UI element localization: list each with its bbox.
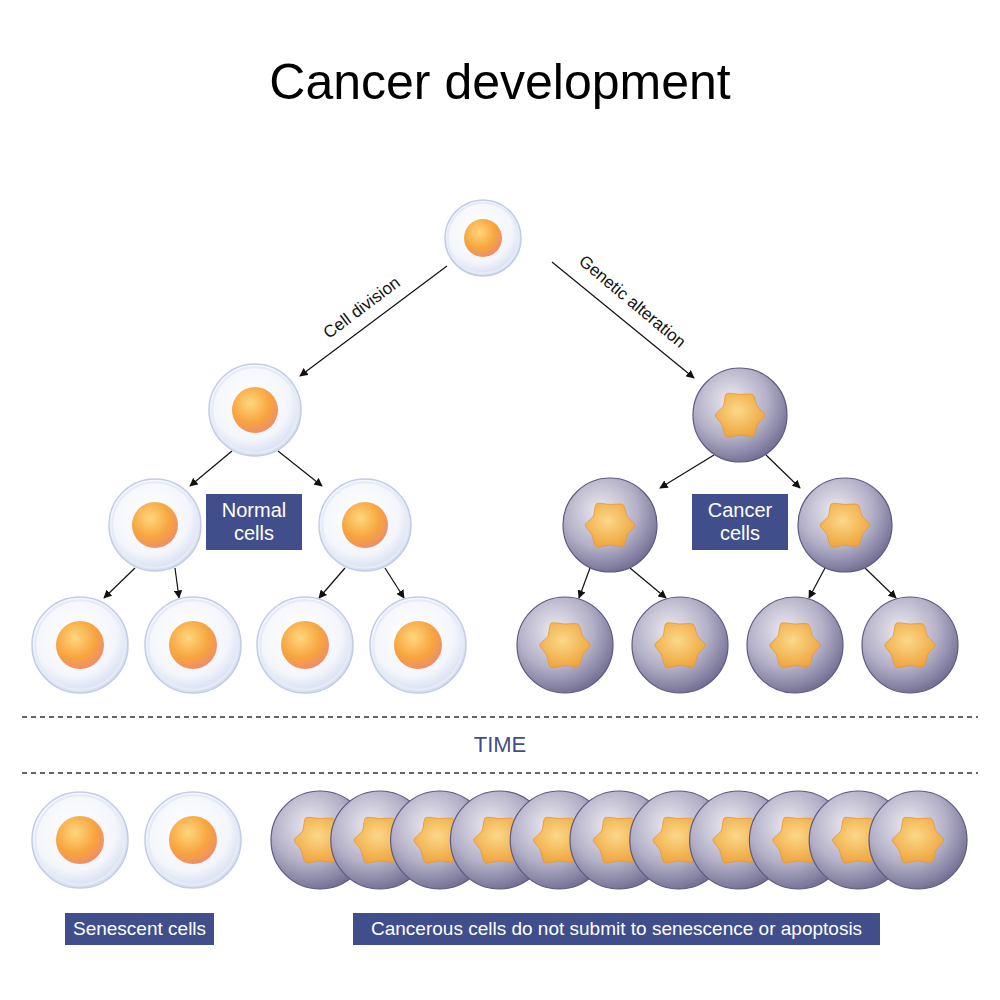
division-arrow xyxy=(552,262,694,378)
division-arrow xyxy=(175,568,179,598)
cancer-cell xyxy=(869,791,967,889)
normal-cell xyxy=(145,597,241,693)
box-text: Senescent cells xyxy=(73,918,206,940)
box-text: Normal cells xyxy=(216,499,292,545)
division-arrow xyxy=(300,266,447,376)
time-divider xyxy=(22,716,978,717)
normal-cell xyxy=(370,597,466,693)
cancer-cell xyxy=(517,597,613,693)
cancer-cell xyxy=(798,478,892,572)
cancer-cell xyxy=(563,478,657,572)
label-box: Normal cells xyxy=(206,494,302,550)
division-arrow xyxy=(809,568,825,598)
normal-cell xyxy=(445,200,521,276)
division-arrow xyxy=(630,568,666,598)
box-text: Cancer cells xyxy=(702,499,778,545)
diagram-title: Cancer development xyxy=(269,53,730,111)
division-arrow xyxy=(865,568,896,598)
normal-cell xyxy=(109,479,201,571)
division-arrow xyxy=(104,568,135,598)
label-box: Cancerous cells do not submit to senesce… xyxy=(353,913,880,945)
normal-cell xyxy=(145,792,241,888)
division-arrow xyxy=(766,455,800,488)
cancer-cell xyxy=(632,597,728,693)
division-arrow xyxy=(385,568,404,598)
box-text: Cancerous cells do not submit to senesce… xyxy=(371,918,862,940)
division-arrow xyxy=(579,568,590,598)
normal-cell xyxy=(319,479,411,571)
cancer-cell xyxy=(747,597,843,693)
cancer-cell xyxy=(693,368,787,462)
time-label: TIME xyxy=(474,732,527,758)
division-arrow xyxy=(319,568,345,598)
label-box: Cancer cells xyxy=(692,494,788,550)
normal-cell xyxy=(257,597,353,693)
time-divider xyxy=(22,772,978,773)
division-arrow xyxy=(190,451,232,486)
division-arrow xyxy=(660,455,714,488)
cancer-cell xyxy=(862,597,958,693)
division-arrow xyxy=(278,451,322,486)
normal-cell xyxy=(32,792,128,888)
normal-cell xyxy=(209,364,301,456)
normal-cell xyxy=(32,597,128,693)
label-box: Senescent cells xyxy=(65,913,214,945)
arrow-label: Genetic alteration xyxy=(575,252,690,353)
